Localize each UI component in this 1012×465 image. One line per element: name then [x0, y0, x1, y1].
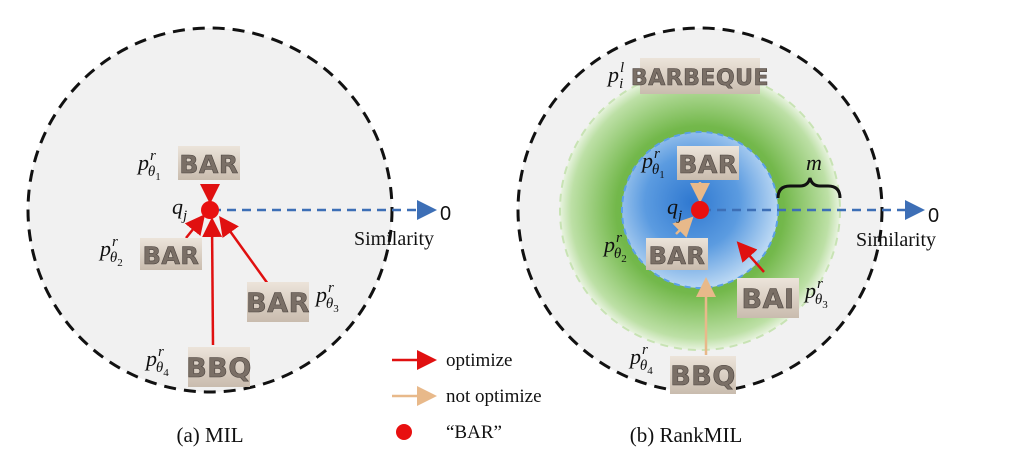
svg-text:BAR: BAR	[649, 242, 706, 270]
left-crop-4: BBQ	[186, 347, 252, 387]
margin-brace	[776, 177, 842, 199]
right-crop-4: BBQ	[670, 356, 736, 394]
right-arrow-3	[736, 241, 765, 273]
svg-text:not optimize: not optimize	[446, 386, 542, 407]
left-arrow-2	[184, 214, 206, 239]
right-panel: 0 Similarity m qj BARBEQUE BAR BAR BAI	[516, 26, 939, 447]
left-center-dot	[201, 201, 219, 219]
right-center-dot	[691, 201, 709, 219]
legend-not-optimize: not optimize	[392, 386, 542, 407]
left-similarity-label: Similarity	[354, 228, 434, 250]
right-arrow-2	[672, 216, 694, 238]
right-crop-3: BAI	[737, 278, 799, 318]
svg-text:BAR: BAR	[143, 242, 200, 270]
right-similarity-label: Similarity	[856, 229, 936, 251]
margin-label: m	[806, 150, 822, 175]
legend-optimize: optimize	[392, 350, 512, 371]
right-zero-label: 0	[928, 205, 939, 227]
left-crop-2: BAR	[140, 238, 202, 270]
left-arrow-3	[219, 215, 270, 285]
right-crop-1: BAR	[677, 146, 739, 180]
right-caption: (b) RankMIL	[630, 423, 743, 447]
right-crop-barbeque: BARBEQUE	[631, 58, 769, 94]
left-crop-1: BAR	[178, 146, 240, 180]
svg-text:BBQ: BBQ	[670, 361, 736, 392]
left-center-label: qj	[172, 194, 187, 224]
right-crop-2: BAR	[646, 238, 708, 270]
svg-text:optimize: optimize	[446, 350, 512, 371]
svg-text:BAR: BAR	[179, 150, 238, 179]
left-caption: (a) MIL	[176, 423, 243, 447]
svg-text:“BAR”: “BAR”	[446, 422, 502, 443]
svg-text:BARBEQUE: BARBEQUE	[631, 66, 769, 91]
left-zero-label: 0	[440, 203, 451, 225]
svg-text:BBQ: BBQ	[186, 353, 252, 384]
left-arrow-4	[202, 217, 223, 346]
svg-text:BAR: BAR	[246, 288, 310, 319]
legend: optimize not optimize “BAR”	[392, 350, 542, 443]
right-center-label: qj	[667, 194, 682, 224]
svg-text:BAI: BAI	[741, 284, 794, 315]
left-crop-3: BAR	[246, 282, 310, 322]
legend-bar-dot: “BAR”	[396, 422, 502, 443]
svg-text:BAR: BAR	[678, 150, 737, 179]
